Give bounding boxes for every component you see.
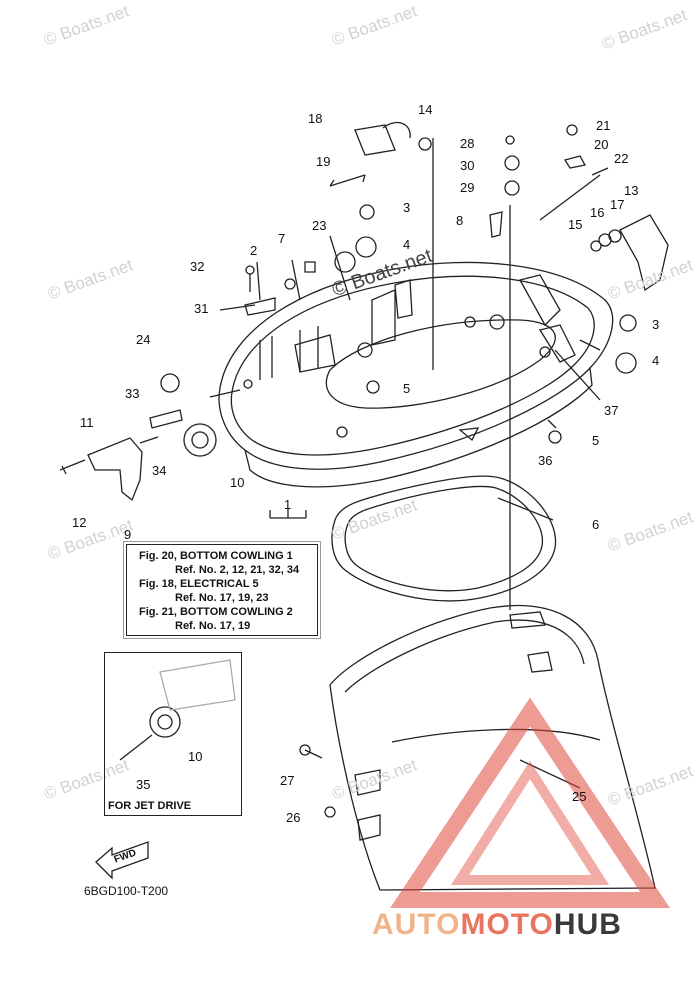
callout-13: 13 — [624, 183, 639, 198]
callout-9: 9 — [124, 527, 132, 542]
callout-4: 4 — [652, 353, 660, 368]
callout-37: 37 — [604, 403, 619, 418]
callout-20: 20 — [594, 137, 609, 152]
callout-31: 31 — [194, 301, 209, 316]
jet-drive-label: FOR JET DRIVE — [108, 800, 192, 812]
reference-line: Ref. No. 17, 19, 23 — [175, 592, 269, 604]
lower-case-outline — [329, 604, 656, 891]
callout-17: 17 — [610, 197, 625, 212]
callout-23: 23 — [312, 218, 327, 233]
callout-10: 10 — [188, 749, 203, 764]
callout-18: 18 — [308, 111, 323, 126]
callout-35: 35 — [136, 777, 151, 792]
callout-15: 15 — [568, 217, 583, 232]
callout-30: 30 — [460, 158, 475, 173]
callout-5: 5 — [403, 381, 411, 396]
brand-part: HUB — [553, 908, 622, 941]
callout-28: 28 — [460, 136, 475, 151]
reference-box: Fig. 20, BOTTOM COWLING 1 Ref. No. 2, 12… — [123, 541, 321, 639]
callout-11: 11 — [80, 415, 94, 430]
reference-line: Fig. 18, ELECTRICAL 5 — [139, 578, 259, 590]
callout-34: 34 — [152, 463, 167, 478]
callout-3: 3 — [652, 317, 660, 332]
callout-6: 6 — [592, 517, 600, 532]
brand-triangle-logo — [390, 697, 670, 908]
callout-7: 7 — [278, 231, 286, 246]
callout-14: 14 — [418, 102, 433, 117]
callout-22: 22 — [614, 151, 629, 166]
callout-32: 32 — [190, 259, 205, 274]
callout-27: 27 — [280, 773, 295, 788]
callout-1: 1 — [284, 497, 292, 512]
callout-29: 29 — [460, 180, 475, 195]
callout-8: 8 — [456, 213, 464, 228]
bottom-cowling-outline — [218, 261, 614, 470]
callout-26: 26 — [286, 810, 301, 825]
callout-33: 33 — [125, 386, 140, 401]
seal-outline — [331, 475, 557, 602]
brand-part: AUTO — [372, 908, 461, 941]
callout-36: 36 — [538, 453, 553, 468]
callout-24: 24 — [136, 332, 151, 347]
callout-12: 12 — [72, 515, 87, 530]
callout-16: 16 — [590, 205, 605, 220]
jet-drive-inset — [104, 652, 242, 816]
reference-line: Fig. 20, BOTTOM COWLING 1 — [139, 550, 293, 562]
callout-3: 3 — [403, 200, 411, 215]
callout-21: 21 — [596, 118, 611, 133]
callout-2: 2 — [250, 243, 258, 258]
reference-line: Ref. No. 2, 12, 21, 32, 34 — [175, 564, 300, 576]
part-code: 6BGD100-T200 — [84, 884, 169, 898]
reference-line: Fig. 21, BOTTOM COWLING 2 — [139, 606, 293, 618]
callout-4: 4 — [403, 237, 411, 252]
brand-logo-text: AUTOMOTOHUB — [372, 908, 622, 942]
callout-5: 5 — [592, 433, 600, 448]
callout-10: 10 — [230, 475, 245, 490]
callout-19: 19 — [316, 154, 331, 169]
callout-25: 25 — [572, 789, 587, 804]
reference-line: Ref. No. 17, 19 — [175, 620, 251, 632]
brand-part: MOTO — [460, 908, 554, 941]
